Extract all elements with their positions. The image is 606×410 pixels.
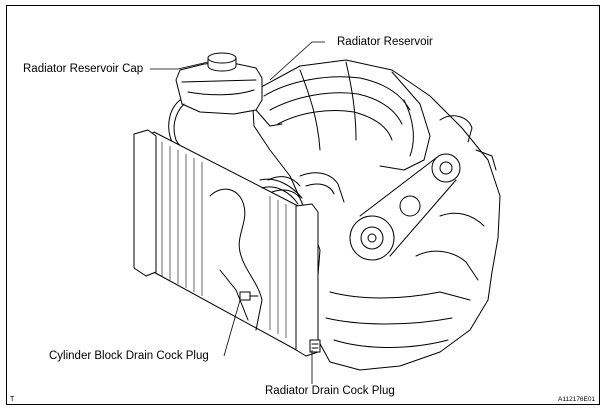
label-radiator-reservoir-cap: Radiator Reservoir Cap: [23, 63, 144, 75]
radiator-core: [133, 129, 321, 357]
figure-code: A112176E01: [558, 396, 596, 403]
radiator-reservoir-tank: [168, 52, 283, 159]
leader-cylinder-block-drain: [223, 299, 241, 357]
label-radiator-drain-cock-plug: Radiator Drain Cock Plug: [265, 385, 395, 397]
engine-assembly: [251, 59, 501, 371]
corner-mark: T: [10, 396, 15, 403]
leader-radiator-reservoir: [269, 41, 325, 81]
label-radiator-reservoir: Radiator Reservoir: [337, 36, 433, 48]
leader-radiator-reservoir-cap: [150, 61, 209, 70]
label-cylinder-block-drain-cock-plug: Cylinder Block Drain Cock Plug: [49, 350, 209, 362]
